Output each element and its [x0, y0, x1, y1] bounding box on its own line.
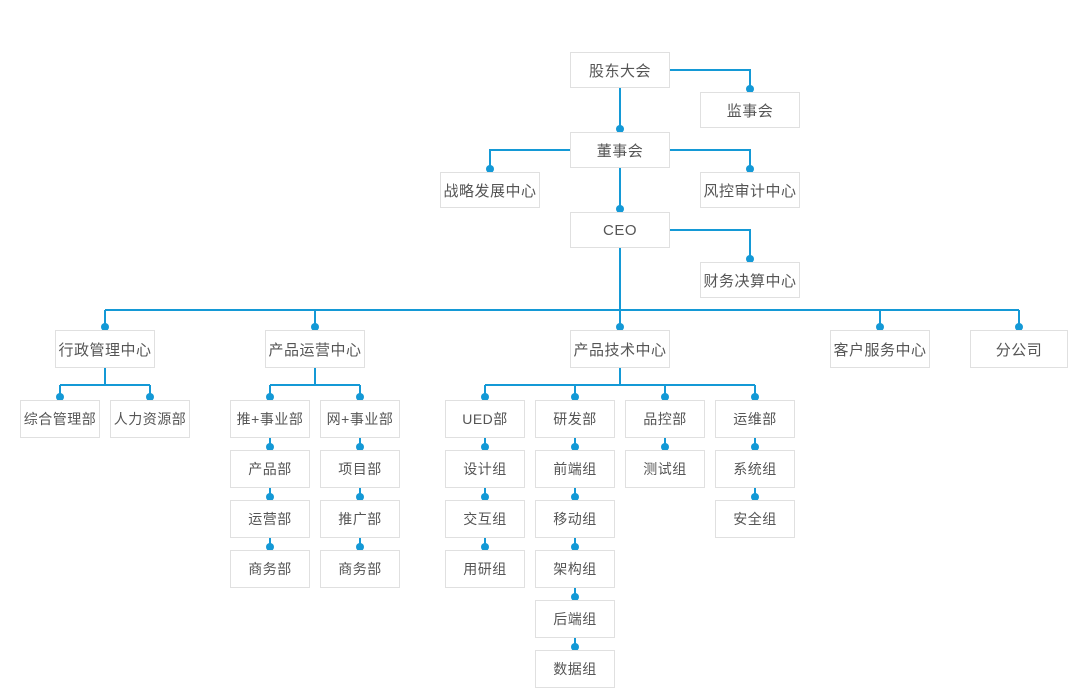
- org-node-promotion-dept: 推广部: [320, 500, 400, 538]
- org-node-interaction-group: 交互组: [445, 500, 525, 538]
- org-node-tech-center: 产品技术中心: [570, 330, 670, 368]
- org-node-business-dept-1: 商务部: [230, 550, 310, 588]
- org-node-architecture-group: 架构组: [535, 550, 615, 588]
- org-node-shareholders-meeting: 股东大会: [570, 52, 670, 88]
- org-node-data-group: 数据组: [535, 650, 615, 688]
- org-node-admin-center: 行政管理中心: [55, 330, 155, 368]
- org-node-hr-dept: 人力资源部: [110, 400, 190, 438]
- connector-line: [670, 69, 751, 89]
- org-node-ceo: CEO: [570, 212, 670, 248]
- org-node-operation-dept: 运营部: [230, 500, 310, 538]
- org-node-test-group: 测试组: [625, 450, 705, 488]
- org-node-system-group: 系统组: [715, 450, 795, 488]
- org-node-backend-group: 后端组: [535, 600, 615, 638]
- org-node-om-dept: 运维部: [715, 400, 795, 438]
- org-node-project-dept: 项目部: [320, 450, 400, 488]
- org-node-frontend-group: 前端组: [535, 450, 615, 488]
- connector-line: [670, 229, 751, 259]
- org-node-branch-company: 分公司: [970, 330, 1068, 368]
- org-node-general-admin-dept: 综合管理部: [20, 400, 100, 438]
- connector-line: [670, 149, 751, 169]
- org-node-security-group: 安全组: [715, 500, 795, 538]
- org-node-tui-business-unit: 推+事业部: [230, 400, 310, 438]
- org-node-finance-center: 财务决算中心: [700, 262, 800, 298]
- org-node-supervisory-board: 监事会: [700, 92, 800, 128]
- org-node-design-group: 设计组: [445, 450, 525, 488]
- org-node-board-of-directors: 董事会: [570, 132, 670, 168]
- org-node-business-dept-2: 商务部: [320, 550, 400, 588]
- org-node-service-center: 客户服务中心: [830, 330, 930, 368]
- org-node-mobile-group: 移动组: [535, 500, 615, 538]
- org-node-ued-dept: UED部: [445, 400, 525, 438]
- connector-line: [489, 149, 570, 169]
- org-node-strategy-center: 战略发展中心: [440, 172, 540, 208]
- org-node-wang-business-unit: 网+事业部: [320, 400, 400, 438]
- org-node-product-dept: 产品部: [230, 450, 310, 488]
- org-node-qc-dept: 品控部: [625, 400, 705, 438]
- org-node-ops-center: 产品运营中心: [265, 330, 365, 368]
- org-node-rd-dept: 研发部: [535, 400, 615, 438]
- org-node-user-research-group: 用研组: [445, 550, 525, 588]
- org-node-risk-audit-center: 风控审计中心: [700, 172, 800, 208]
